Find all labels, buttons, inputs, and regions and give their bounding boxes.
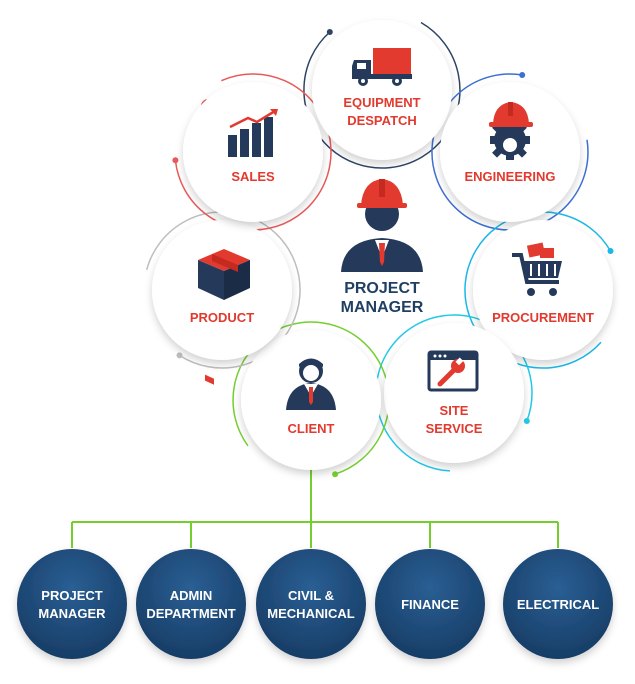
equipment-label-line1: EQUIPMENT: [343, 95, 420, 110]
client-label: CLIENT: [288, 421, 335, 436]
equipment-ring-dot: [326, 29, 333, 35]
department-row: PROJECT MANAGER ADMIN DEPARTMENT CIVIL & MECH…: [17, 549, 613, 659]
civil-mechanical-label-line2: MECHANICAL: [267, 606, 354, 621]
civil-mechanical-label-line1: CIVIL &: [288, 588, 334, 603]
project-manager-department-circle: [17, 549, 127, 659]
electrical-label: ELECTRICAL: [517, 597, 599, 612]
center-label-line2: MANAGER: [341, 299, 424, 316]
node-labels: EQUIPMENT DESPATCH ENGINEERING PROCUREME…: [190, 95, 594, 436]
admin-department-label-line1: ADMIN: [170, 588, 213, 603]
bar-chart-icon: [228, 109, 278, 157]
site-service-label-line2: SERVICE: [426, 421, 483, 436]
hardhat-gear-icon: [489, 102, 533, 160]
equipment-ring: [303, 21, 461, 169]
client-ring: [232, 321, 390, 475]
engineering-ring: [431, 73, 589, 231]
connector-tree: [71, 465, 559, 548]
node-icons: [198, 48, 562, 410]
product-label: PRODUCT: [190, 310, 254, 325]
product-ring: [145, 211, 301, 369]
procurement-ring-dot: [607, 248, 614, 254]
procurement-label: PROCUREMENT: [492, 310, 594, 325]
admin-department-label-line2: DEPARTMENT: [146, 606, 235, 621]
sales-ring-dot: [172, 157, 179, 164]
site-service-node-circle: [384, 323, 524, 463]
box-icon: [198, 249, 250, 385]
client-ring-dot: [332, 471, 339, 478]
site-service-ring-dot: [523, 418, 530, 424]
wrench-window-icon: [427, 350, 479, 392]
site-service-label-line1: SITE: [440, 403, 469, 418]
product-ring-dot: [176, 352, 183, 359]
ring-group: [145, 21, 614, 478]
center-label-line1: PROJECT: [344, 280, 420, 297]
admin-department-department-circle: [136, 549, 246, 659]
user-tie-icon: [286, 358, 336, 410]
equipment-label-line2: DESPATCH: [347, 113, 417, 128]
sales-label: SALES: [231, 169, 275, 184]
truck-icon: [352, 48, 412, 86]
center-project-manager: PROJECT MANAGER: [341, 179, 424, 316]
engineering-label: ENGINEERING: [464, 169, 555, 184]
shopping-cart-icon: [512, 242, 562, 296]
project-manager-label-line1: PROJECT: [41, 588, 102, 603]
equipment-node-circle: [312, 20, 452, 160]
project-manager-label-line2: MANAGER: [38, 606, 106, 621]
finance-label: FINANCE: [401, 597, 459, 612]
site-service-ring: [375, 314, 533, 472]
hardhat-person-icon: [341, 179, 423, 272]
civil-mechanical-department-circle: [256, 549, 366, 659]
sales-ring: [174, 73, 332, 231]
procurement-node-circle: [473, 220, 613, 360]
finance-department-circle: [375, 549, 485, 659]
engineering-ring-dot: [519, 72, 526, 78]
procurement-ring: [464, 211, 612, 369]
drop-lines: [71, 522, 559, 548]
electrical-department-circle: [503, 549, 613, 659]
